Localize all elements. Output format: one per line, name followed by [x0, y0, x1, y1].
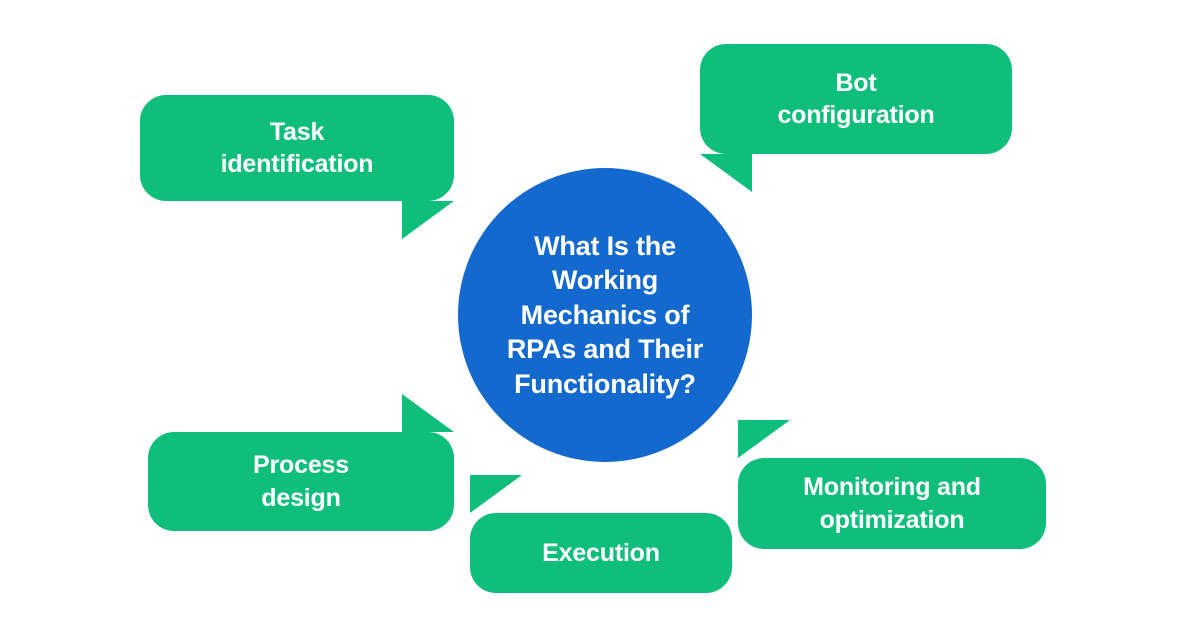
- bubble-monitoring-optimization-label: Monitoring and optimization: [803, 473, 981, 534]
- hub-circle[interactable]: What Is the Working Mechanics of RPAs an…: [458, 168, 752, 462]
- bubble-monitoring-optimization-tail-icon: [738, 420, 790, 458]
- bubble-process-design-label: Process design: [253, 451, 349, 512]
- bubble-task-identification[interactable]: Task identification: [140, 95, 454, 239]
- bubble-execution[interactable]: Execution: [470, 475, 732, 593]
- bubble-task-identification-label: Task identification: [220, 117, 374, 179]
- bubble-monitoring-optimization[interactable]: Monitoring and optimization: [738, 420, 1046, 549]
- bubble-bot-configuration[interactable]: Bot configuration: [700, 44, 1012, 192]
- bubble-process-design-tail-icon: [402, 394, 454, 432]
- hub-title: What Is the Working Mechanics of RPAs an…: [506, 230, 704, 399]
- bubble-bot-configuration-label: Bot configuration: [777, 68, 935, 130]
- bubble-process-design[interactable]: Process design: [148, 394, 454, 531]
- bubble-bot-configuration-tail-icon: [700, 154, 752, 192]
- bubble-execution-tail-icon: [470, 475, 522, 513]
- bubble-execution-label: Execution: [542, 538, 660, 567]
- bubble-task-identification-tail-icon: [402, 201, 454, 239]
